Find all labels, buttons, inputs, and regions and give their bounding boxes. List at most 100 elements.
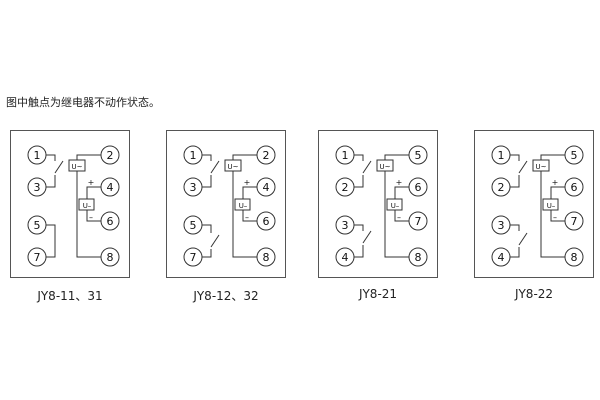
terminal-number: 3 bbox=[342, 219, 349, 232]
plus-sign: + bbox=[88, 178, 95, 187]
terminal-number: 1 bbox=[342, 149, 349, 162]
contact-line bbox=[510, 224, 520, 231]
wire bbox=[394, 186, 409, 199]
plus-sign: + bbox=[244, 178, 251, 187]
wiring-svg: 1 3 5 7 2 4 6 8 U~ U– + – bbox=[183, 145, 276, 267]
wiring-svg: 1 2 3 4 5 6 7 8 U~ U– + – bbox=[335, 145, 428, 267]
wire bbox=[540, 171, 565, 258]
model-label: JY8-21 bbox=[358, 287, 398, 301]
coil-label: U~ bbox=[536, 163, 547, 171]
contact-line bbox=[354, 224, 364, 231]
contact-blade bbox=[518, 160, 528, 174]
wire bbox=[384, 171, 409, 258]
minus-sign: – bbox=[553, 213, 557, 222]
terminal-number: 8 bbox=[263, 251, 270, 264]
relay-diagram-4: 1 2 3 4 5 6 7 8 U~ U– + – bbox=[474, 130, 594, 278]
terminal-number: 8 bbox=[107, 251, 114, 264]
wire bbox=[394, 210, 409, 222]
terminal-number: 3 bbox=[498, 219, 505, 232]
model-label: JY8-11、31 bbox=[37, 289, 103, 303]
contact-line bbox=[354, 154, 364, 161]
terminal-number: 6 bbox=[415, 181, 422, 194]
contact-line bbox=[510, 154, 520, 161]
contact-line bbox=[510, 175, 520, 188]
contact-line bbox=[202, 224, 212, 233]
wire bbox=[76, 154, 101, 160]
terminal-number: 2 bbox=[342, 181, 349, 194]
terminal-number: 4 bbox=[263, 181, 270, 194]
contact-line bbox=[46, 224, 56, 235]
terminal-number: 2 bbox=[107, 149, 114, 162]
terminal-number: 7 bbox=[571, 215, 578, 228]
wire bbox=[384, 154, 409, 160]
terminal-number: 4 bbox=[498, 251, 505, 264]
terminal-number: 6 bbox=[571, 181, 578, 194]
relay-diagram-1: 1 3 5 7 2 4 6 8 U~ U– + – bbox=[10, 130, 130, 278]
contact-blade bbox=[518, 232, 528, 246]
coil-label: U~ bbox=[72, 163, 83, 171]
terminal-number: 1 bbox=[498, 149, 505, 162]
terminal-number: 5 bbox=[34, 219, 41, 232]
model-label: JY8-22 bbox=[514, 287, 554, 301]
coil-label: U~ bbox=[380, 163, 391, 171]
wire bbox=[550, 186, 565, 199]
dc-label: U– bbox=[239, 202, 248, 210]
terminal-number: 5 bbox=[190, 219, 197, 232]
wire bbox=[86, 186, 101, 199]
terminal-number: 3 bbox=[34, 181, 41, 194]
terminal-number: 6 bbox=[263, 215, 270, 228]
plus-sign: + bbox=[396, 178, 403, 187]
terminal-number: 7 bbox=[190, 251, 197, 264]
contact-line bbox=[510, 247, 520, 258]
contact-line bbox=[202, 154, 212, 161]
contact-line bbox=[46, 175, 56, 188]
terminal-number: 2 bbox=[263, 149, 270, 162]
terminal-number: 7 bbox=[415, 215, 422, 228]
wire bbox=[242, 210, 257, 222]
terminal-number: 8 bbox=[571, 251, 578, 264]
wire bbox=[76, 171, 101, 258]
minus-sign: – bbox=[397, 213, 401, 222]
terminal-number: 5 bbox=[571, 149, 578, 162]
dc-label: U– bbox=[83, 202, 92, 210]
contact-blade bbox=[210, 160, 220, 174]
relay-diagram-3: 1 2 3 4 5 6 7 8 U~ U– + – bbox=[318, 130, 438, 278]
terminal-number: 6 bbox=[107, 215, 114, 228]
wire bbox=[242, 186, 257, 199]
wire bbox=[232, 154, 257, 160]
contact-line bbox=[46, 247, 56, 258]
coil-label: U~ bbox=[228, 163, 239, 171]
minus-sign: – bbox=[245, 213, 249, 222]
dc-label: U– bbox=[547, 202, 556, 210]
wiring-svg: 1 2 3 4 5 6 7 8 U~ U– + – bbox=[491, 145, 584, 267]
terminal-number: 1 bbox=[34, 149, 41, 162]
terminal-number: 1 bbox=[190, 149, 197, 162]
plus-sign: + bbox=[552, 178, 559, 187]
contact-line bbox=[202, 175, 212, 188]
terminal-number: 4 bbox=[342, 251, 349, 264]
wire bbox=[540, 154, 565, 160]
relay-diagram-2: 1 3 5 7 2 4 6 8 U~ U– + – bbox=[166, 130, 286, 278]
terminal-number: 4 bbox=[107, 181, 114, 194]
terminal-number: 3 bbox=[190, 181, 197, 194]
note-text: 图中触点为继电器不动作状态。 bbox=[6, 96, 160, 109]
wire bbox=[86, 210, 101, 222]
minus-sign: – bbox=[89, 213, 93, 222]
contact-line bbox=[354, 245, 364, 258]
wiring-svg: 1 3 5 7 2 4 6 8 U~ U– + – bbox=[27, 145, 120, 267]
terminal-number: 2 bbox=[498, 181, 505, 194]
contact-line bbox=[202, 249, 212, 258]
contact-blade bbox=[362, 160, 372, 174]
terminal-number: 5 bbox=[415, 149, 422, 162]
contact-blade bbox=[54, 160, 64, 174]
contact-line bbox=[46, 154, 56, 161]
contact-blade bbox=[210, 234, 220, 248]
dc-label: U– bbox=[391, 202, 400, 210]
terminal-number: 8 bbox=[415, 251, 422, 264]
wire bbox=[232, 171, 257, 258]
contact-blade bbox=[362, 230, 372, 244]
wire bbox=[550, 210, 565, 222]
model-label: JY8-12、32 bbox=[193, 289, 259, 303]
contact-line bbox=[354, 175, 364, 188]
terminal-number: 7 bbox=[34, 251, 41, 264]
